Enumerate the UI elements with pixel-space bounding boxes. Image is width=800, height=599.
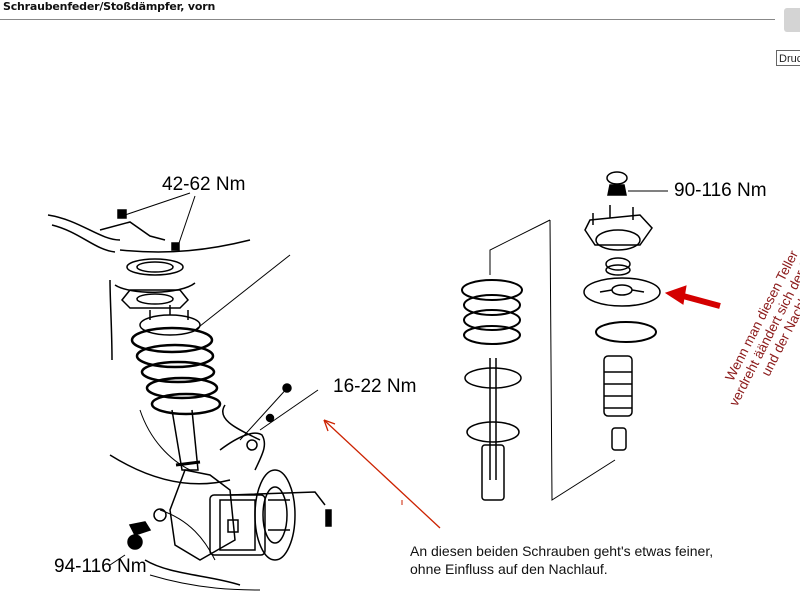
bolts-annotation-line2: ohne Einfluss auf den Nachlauf. bbox=[410, 561, 608, 577]
torque-label-brake-line: 16-22 Nm bbox=[333, 376, 417, 397]
bolts-annotation-line1: An diesen beiden Schrauben geht's etwas … bbox=[410, 543, 714, 559]
red-arrow-plate bbox=[664, 285, 721, 309]
red-arrow-bolts bbox=[323, 419, 441, 529]
page-title: Schraubenfeder/Stoßdämpfer, vorn bbox=[3, 0, 216, 13]
bolts-annotation: An diesen beiden Schrauben geht's etwas … bbox=[410, 542, 713, 578]
print-button[interactable]: Druck bbox=[776, 50, 800, 66]
right-exploded-view bbox=[461, 171, 668, 501]
torque-label-piston-nut: 90-116 Nm bbox=[674, 180, 767, 201]
title-divider bbox=[0, 19, 775, 20]
scrollbar-button[interactable] bbox=[784, 8, 800, 32]
left-strut-assembly bbox=[47, 192, 332, 591]
torque-label-knuckle-bolt: 94-116 Nm bbox=[54, 556, 147, 577]
torque-label-top-mount: 42-62 Nm bbox=[162, 174, 246, 195]
